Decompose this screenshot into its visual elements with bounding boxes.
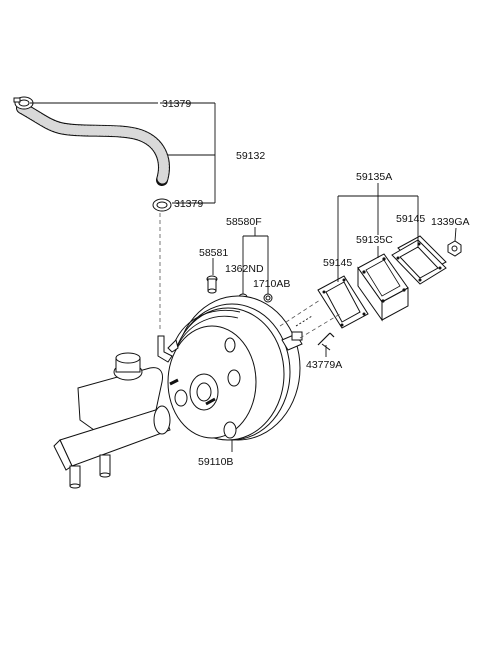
fitting xyxy=(206,275,218,294)
nut xyxy=(447,240,462,257)
label-gasket-kit: 59135A xyxy=(356,171,392,183)
master-cylinder xyxy=(53,335,173,489)
label-spacer: 59135C xyxy=(356,234,393,246)
label-gasket-right: 59145 xyxy=(396,213,425,225)
label-gasket-left: 59145 xyxy=(323,257,352,269)
spacer-block xyxy=(357,253,409,322)
vacuum-hose xyxy=(16,102,170,186)
label-o-ring: 1710AB xyxy=(253,278,290,290)
gasket-right xyxy=(391,235,447,285)
label-fitting-assy: 58580F xyxy=(226,216,262,228)
label-fitting: 58581 xyxy=(199,247,228,259)
label-clamp-bottom: 31379 xyxy=(174,198,203,210)
label-clevis-pin: 43779A xyxy=(306,359,342,371)
label-grommet: 1362ND xyxy=(225,263,264,275)
label-clamp-top: 31379 xyxy=(162,98,191,110)
o-ring xyxy=(263,293,273,303)
brake-booster xyxy=(167,295,313,441)
gasket-left xyxy=(317,275,369,329)
label-nut: 1339GA xyxy=(431,216,470,228)
hose-clamp-bottom xyxy=(152,198,172,212)
label-hose: 59132 xyxy=(236,150,265,162)
label-booster: 59110B xyxy=(198,456,233,468)
